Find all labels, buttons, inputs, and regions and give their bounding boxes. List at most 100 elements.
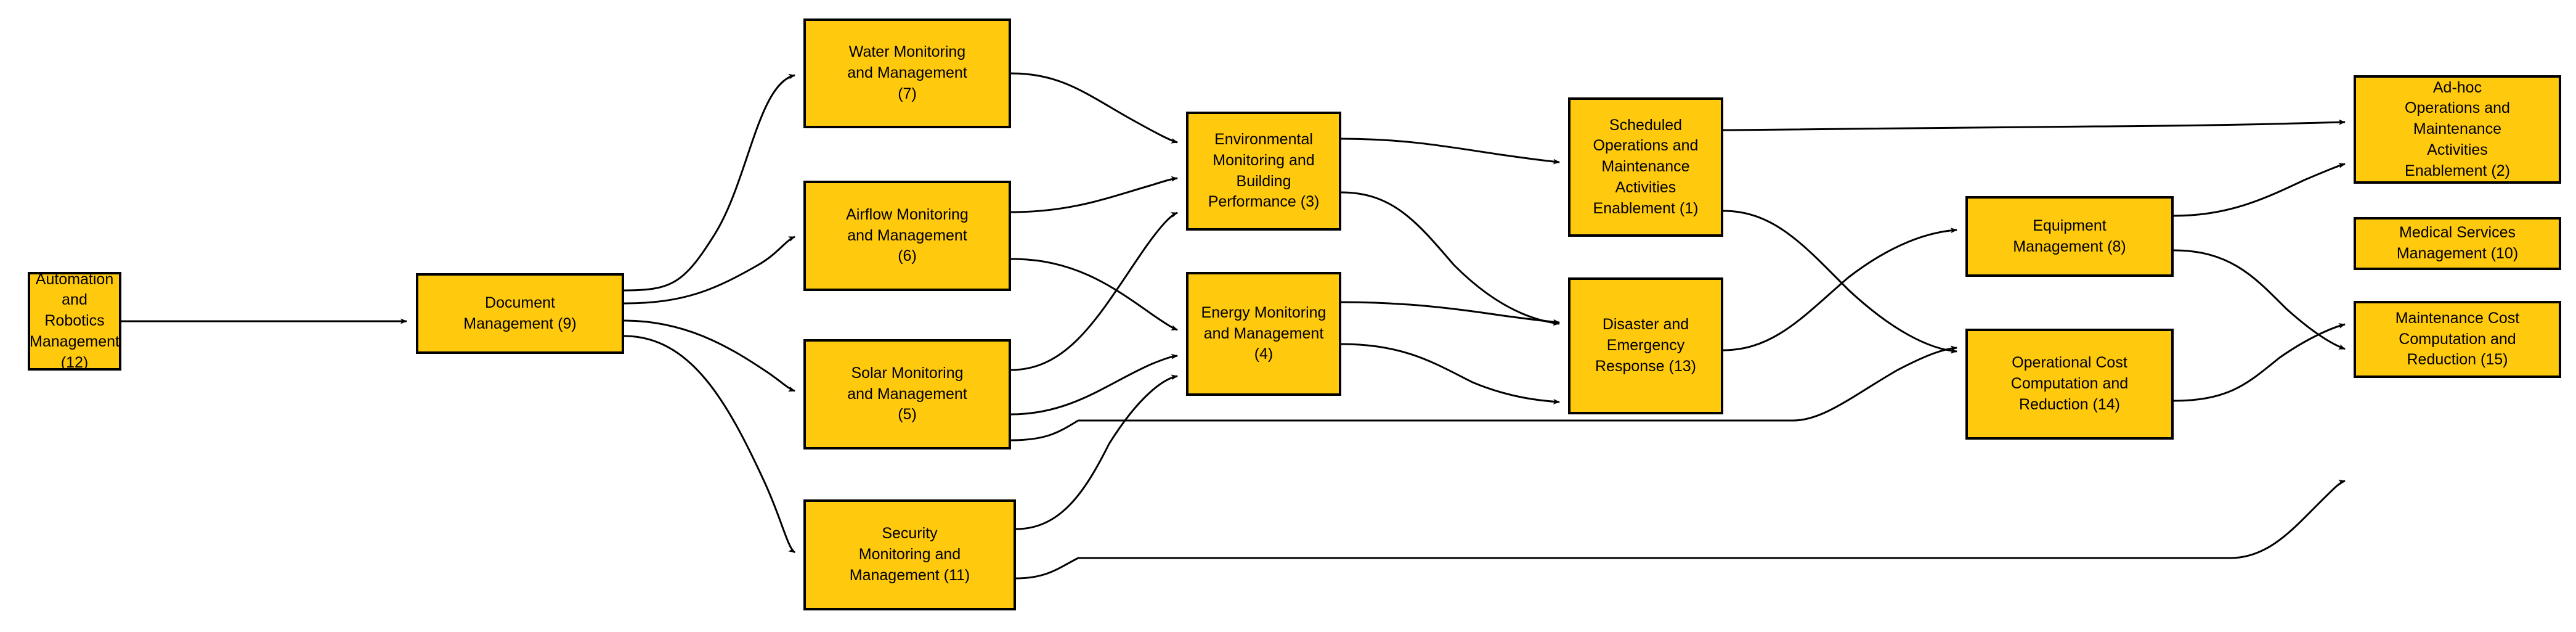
node-label-line: Enablement (1) <box>1593 199 1699 217</box>
edge-n8-to-n2 <box>2173 163 2346 217</box>
node-label-line: Medical Services <box>2399 224 2516 242</box>
edge-n1-to-n2 <box>1723 119 2346 131</box>
node-label-line: Activities <box>1615 178 1676 196</box>
node-label-line: Emergency <box>1606 337 1685 355</box>
node-label-line: Monitoring and <box>858 546 961 564</box>
edge-n8-to-n10 <box>2173 249 2346 350</box>
edge-n4-to-n13 <box>1341 301 1560 325</box>
edge-n1-to-n14 <box>1723 210 1957 354</box>
node-label-line: (7) <box>898 84 917 102</box>
edge-n11-to-n15 <box>1015 480 2346 580</box>
edge-n5-to-n3 <box>1010 211 1178 371</box>
node-label-line: (5) <box>898 406 917 424</box>
node-label-line: Computation and <box>2399 330 2516 348</box>
node-label-line: and Management <box>847 64 967 82</box>
node-label-line: (4) <box>1254 345 1274 363</box>
node-label-line: Scheduled <box>1609 116 1683 134</box>
node-label-line: Management (12) <box>30 332 120 371</box>
node-label-line: and Management <box>847 226 967 244</box>
edge-n9-to-n11 <box>624 335 795 554</box>
node-label-line: Ad-hoc <box>2432 78 2482 96</box>
node-n5[interactable]: Solar Monitoring and Management (5) <box>803 339 1011 449</box>
node-label-line: Automation and <box>35 270 114 309</box>
node-label-line: Airflow Monitoring <box>846 205 969 223</box>
edge-n7-to-n3 <box>1010 72 1178 144</box>
node-label-line: Management (10) <box>2396 245 2519 262</box>
node-label-line: Equipment <box>2033 216 2107 234</box>
node-label: Solar Monitoring and Management (5) <box>847 363 967 425</box>
node-label-line: Operations and <box>1593 137 1699 155</box>
node-label-line: Maintenance <box>1601 158 1690 176</box>
edge-n11-to-n4 <box>1015 374 1178 530</box>
node-label-line: Maintenance Cost <box>2395 309 2520 327</box>
edge-n9-to-n5 <box>624 319 795 392</box>
node-label-line: Computation and <box>2010 375 2129 393</box>
edge-n9-to-n7 <box>624 73 795 292</box>
edge-n6-to-n4 <box>1010 258 1178 331</box>
node-label-line: Disaster and <box>1602 316 1689 334</box>
node-label: Energy Monitoring and Management (4) <box>1201 303 1327 365</box>
node-label-line: Response (13) <box>1595 357 1696 375</box>
edge-n4-to-n13 <box>1341 343 1560 404</box>
node-n7[interactable]: Water Monitoring and Management (7) <box>803 18 1011 128</box>
edge-n14-to-n15 <box>2173 323 2346 402</box>
node-label-line: Reduction (15) <box>2407 351 2508 369</box>
node-label-line: Environmental <box>1214 131 1313 148</box>
node-label-line: Management (11) <box>849 566 970 584</box>
edge-n6-to-n3 <box>1010 176 1178 213</box>
node-n6[interactable]: Airflow Monitoring and Management (6) <box>803 181 1011 291</box>
node-label-line: Water Monitoring <box>848 43 966 61</box>
edge-n3-to-n13 <box>1341 191 1560 326</box>
node-label-line: Maintenance <box>2413 120 2502 138</box>
node-label-line: Operations and <box>2405 99 2510 117</box>
node-label-line: Monitoring and <box>1213 151 1315 169</box>
node-n4[interactable]: Energy Monitoring and Management (4) <box>1186 272 1341 396</box>
edge-n3-to-n1 <box>1341 137 1560 165</box>
node-label: Airflow Monitoring and Management (6) <box>846 205 969 267</box>
edge-n9-to-n6 <box>624 236 795 305</box>
node-label-line: Robotics <box>44 312 105 330</box>
node-label-line: Performance (3) <box>1208 193 1320 211</box>
node-label-line: Solar Monitoring <box>851 364 964 382</box>
edge-n5-to-n14 <box>1010 345 1957 441</box>
node-label-line: Activities <box>2427 141 2488 158</box>
node-label: Water Monitoring and Management (7) <box>847 42 967 104</box>
node-label-line: (6) <box>898 247 917 265</box>
node-label-line: Energy Monitoring <box>1201 303 1327 321</box>
node-label-line: Building <box>1236 172 1291 190</box>
node-label-line: Document <box>485 293 555 311</box>
node-label-line: Enablement (2) <box>2405 162 2510 179</box>
node-label-line: and Management <box>847 385 967 403</box>
node-label-line: and Management <box>1203 324 1324 342</box>
node-label-line: Management (9) <box>463 314 577 332</box>
edges-group <box>121 72 2346 580</box>
node-label-line: Management (8) <box>2013 237 2126 255</box>
node-label-line: Operational Cost <box>2012 354 2127 372</box>
node-label-line: Reduction (14) <box>2019 395 2120 413</box>
edge-n5-to-n4 <box>1010 353 1178 416</box>
